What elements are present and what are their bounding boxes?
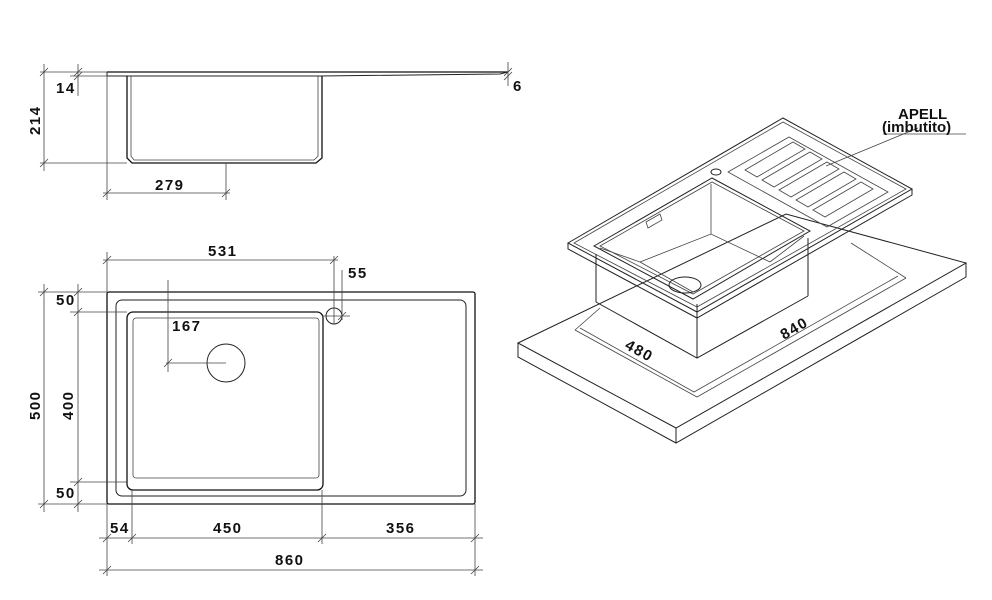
iso-drain	[668, 276, 702, 294]
cutout-outline	[574, 277, 907, 398]
drainer-area	[727, 136, 889, 228]
dim-top-margin: 50	[56, 292, 76, 309]
dim-side-flange: 6	[513, 78, 523, 95]
dim-bowl-depth: 400	[60, 390, 77, 420]
dim-side-thickness: 14	[56, 80, 76, 97]
sink-flange-inner	[573, 121, 907, 308]
side-bowl-inner	[130, 76, 319, 161]
side-bowl-outline	[126, 76, 323, 164]
drainer-rib-3	[778, 161, 840, 198]
sink-flange-edge	[567, 189, 913, 319]
dim-tap-hole: 55	[348, 265, 368, 282]
dim-bottom-margin: 50	[56, 485, 76, 502]
dim-drain-pos: 167	[172, 318, 202, 335]
drainer-rib-4	[795, 171, 857, 208]
top-outer-contour	[106, 291, 476, 505]
product-sublabel: (imbutito)	[882, 119, 951, 136]
dim-total-width: 860	[275, 552, 305, 569]
top-view: 167 55 531 500 400 50 50	[27, 243, 483, 576]
bowl-opening	[592, 177, 812, 300]
dim-side-height: 214	[27, 105, 44, 135]
dim-total-depth: 500	[27, 390, 44, 420]
dim-cutout-width: 840	[778, 314, 812, 343]
side-view: 214 14 6 279	[27, 62, 523, 200]
iso-tap-hole	[710, 168, 722, 176]
dim-side-bowl-offset: 279	[155, 177, 185, 194]
dim-bowl-width: 450	[213, 520, 243, 537]
drainer-rib-2	[761, 151, 823, 188]
dim-left-margin: 54	[110, 520, 130, 537]
top-bowl-outline	[126, 311, 324, 491]
drainer-rib-5	[812, 181, 874, 218]
top-bowl-inner	[132, 317, 320, 479]
dim-tap-pos: 531	[208, 243, 238, 260]
iso-overflow	[645, 213, 663, 229]
side-flange-bottom	[115, 71, 509, 77]
dim-drainer-width: 356	[386, 520, 416, 537]
iso-view: APELL (imbutito) 480 840	[516, 106, 968, 444]
top-rim	[115, 299, 467, 497]
product-label: APELL	[898, 106, 947, 123]
drainer-rib-1	[744, 141, 806, 178]
countertop-sides	[517, 263, 967, 444]
